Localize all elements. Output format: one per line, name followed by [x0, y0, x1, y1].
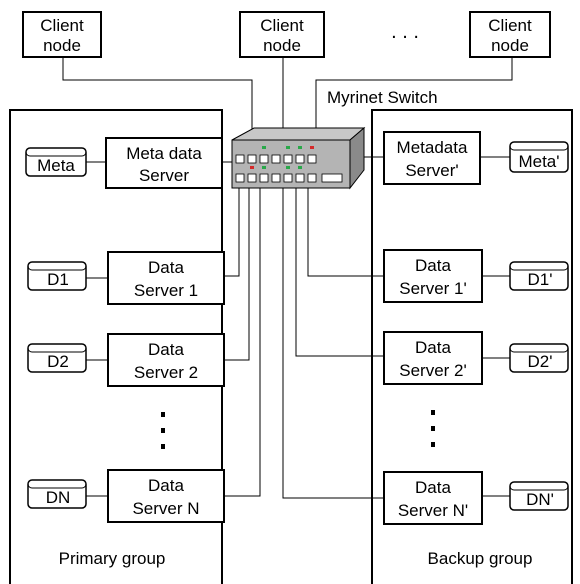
disk-label: DN [46, 488, 71, 507]
client-node-label: node [263, 36, 301, 55]
switch-label: Myrinet Switch [327, 88, 438, 107]
disk-label: Meta' [518, 152, 559, 171]
server-label: Data [148, 476, 184, 495]
server-label: Data [148, 340, 184, 359]
disk-label: D2' [528, 352, 553, 371]
client-node: Client node [469, 11, 551, 58]
disk-label: DN' [526, 490, 554, 509]
client-node-label: Client [260, 16, 304, 35]
backup-group-label: Backup group [428, 549, 533, 568]
disk-label: D1' [528, 270, 553, 289]
disk-icon: D2' [509, 343, 569, 373]
primary-meta-disk-icon: Meta [25, 147, 87, 177]
data-server: Data Server 2 [107, 333, 225, 387]
server-label: Data [415, 338, 451, 357]
data-server-backup: Data Server N' [383, 471, 483, 525]
disk-label: D1 [47, 270, 69, 289]
disk-icon: DN' [509, 481, 569, 511]
vertical-ellipsis-icon [161, 412, 165, 449]
data-server: Data Server N [107, 469, 225, 523]
server-label: Server N [132, 499, 199, 518]
server-label: Server [139, 166, 189, 185]
client-node: Client node [22, 11, 102, 58]
server-label: Data [415, 478, 451, 497]
data-server-backup: Data Server 1' [383, 249, 483, 303]
meta-data-server: Meta data Server [105, 137, 223, 189]
disk-label: Meta [37, 156, 75, 175]
disk-icon: D2 [27, 343, 87, 373]
server-label: Server 1' [399, 279, 467, 298]
client-node: Client node [239, 11, 325, 58]
primary-group-label: Primary group [59, 549, 166, 568]
client-node-label: Client [488, 16, 532, 35]
backup-meta-disk-icon: Meta' [509, 141, 569, 173]
disk-icon: D1 [27, 261, 87, 291]
data-server: Data Server 1 [107, 251, 225, 305]
metadata-server-backup: Metadata Server' [383, 131, 481, 185]
server-label: Data [415, 256, 451, 275]
server-label: Metadata [397, 138, 468, 157]
server-label: Server 1 [134, 281, 198, 300]
client-node-label: node [491, 36, 529, 55]
disk-label: D2 [47, 352, 69, 371]
myrinet-switch-icon [231, 126, 366, 190]
disk-icon: D1' [509, 261, 569, 291]
vertical-ellipsis-icon [431, 410, 435, 447]
backup-group-frame [371, 109, 573, 584]
data-server-backup: Data Server 2' [383, 331, 483, 385]
server-label: Server' [405, 161, 458, 180]
server-label: Meta data [126, 144, 202, 163]
server-label: Server N' [398, 501, 468, 520]
client-ellipsis: . . . [391, 21, 419, 43]
client-node-label: node [43, 36, 81, 55]
server-label: Server 2 [134, 363, 198, 382]
disk-icon: DN [27, 479, 87, 509]
server-label: Server 2' [399, 361, 467, 380]
connection-lines [62, 57, 513, 499]
client-node-label: Client [40, 16, 84, 35]
server-label: Data [148, 258, 184, 277]
